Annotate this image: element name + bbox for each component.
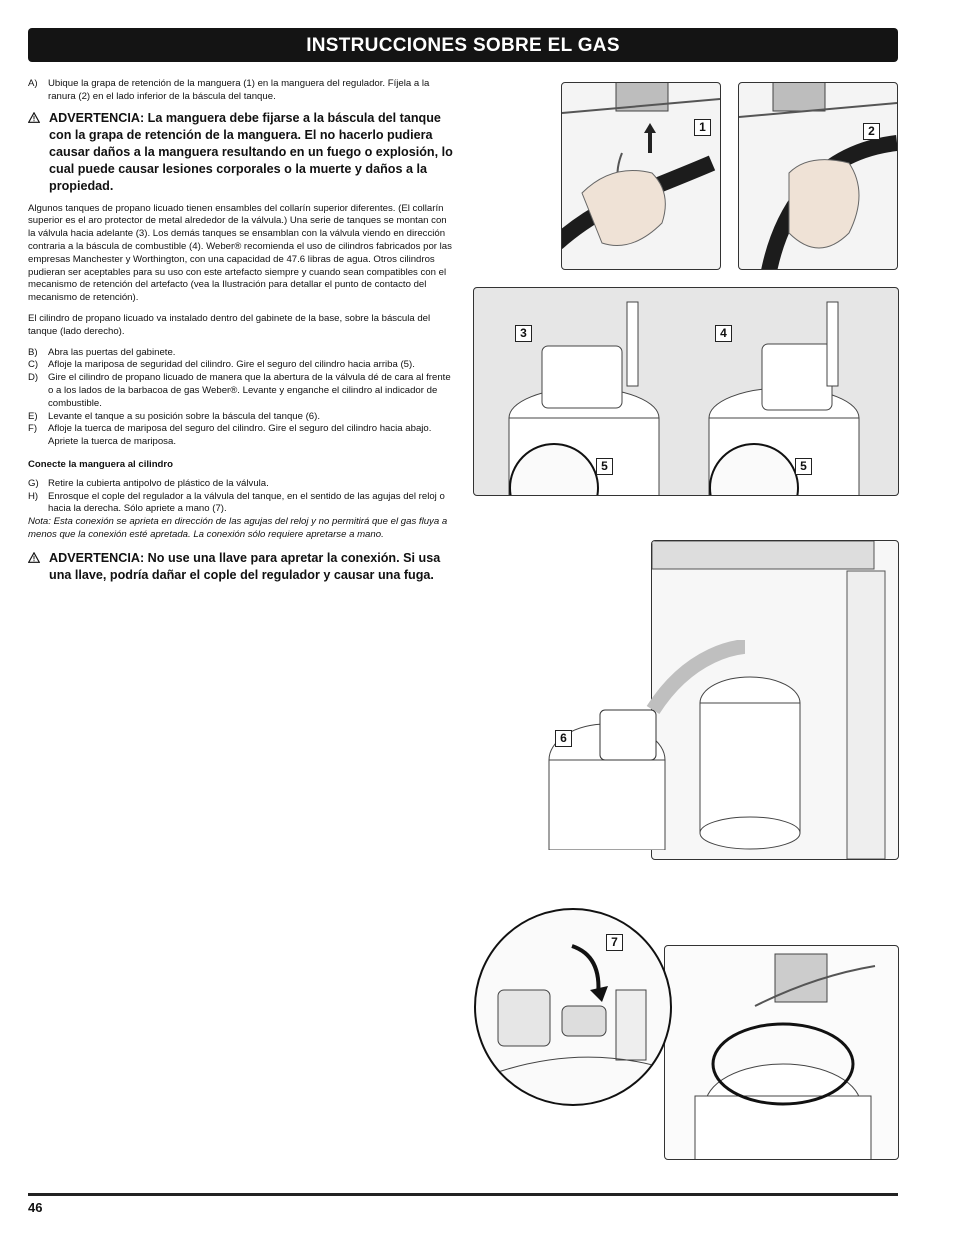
hose-clip-illustration xyxy=(562,83,720,249)
step-text: Retire la cubierta antipolvo de plástico… xyxy=(48,477,269,489)
instructions-column: A) Ubique la grapa de retención de la ma… xyxy=(27,78,456,592)
step-e: E) Levante el tanque a su posición sobre … xyxy=(28,411,456,424)
collar-orientations-illustration xyxy=(508,301,860,495)
warning-triangle-icon xyxy=(27,550,49,584)
callout-4: 4 xyxy=(715,325,732,342)
step-b: B) Abra las puertas del gabinete. xyxy=(28,347,456,360)
warning-text-1: ADVERTENCIA: La manguera debe fijarse a … xyxy=(49,110,453,193)
footer-rule xyxy=(28,1193,898,1196)
step-text: Ubique la grapa de retención de la mangu… xyxy=(48,78,430,102)
subheading: Conecte la manguera al cilindro xyxy=(28,458,174,470)
page-number: 46 xyxy=(28,1200,43,1215)
step-letter: D) xyxy=(28,372,39,384)
regulator-detail-illustration xyxy=(476,944,670,1081)
callout-1: 1 xyxy=(694,119,711,136)
step-letter: A) xyxy=(28,78,38,89)
callout-2: 2 xyxy=(863,123,880,140)
step-a: A) Ubique la grapa de retención de la ma… xyxy=(28,78,456,104)
figure-regulator-connection xyxy=(664,945,899,1160)
step-text: Abra las puertas del gabinete. xyxy=(48,346,176,358)
step-letter: E) xyxy=(28,410,38,422)
regulator-detail-circle xyxy=(474,908,672,1106)
figure-collar-orientations: 3 4 5 5 xyxy=(473,287,899,496)
figure-hose-clip-attached: 2 xyxy=(738,82,898,270)
regulator-connection-illustration xyxy=(694,953,876,1159)
callout-5a: 5 xyxy=(596,458,613,475)
step-text: Afloje la mariposa de seguridad del cili… xyxy=(48,359,415,371)
step-g: G) Retire la cubierta antipolvo de plásti… xyxy=(28,478,456,491)
callout-6: 6 xyxy=(555,730,572,747)
section-header: INSTRUCCIONES SOBRE EL GAS xyxy=(28,28,898,62)
step-text: Afloje la tuerca de mariposa del seguro … xyxy=(48,423,432,448)
collar-paragraph: Algunos tanques de propano licuado tiene… xyxy=(28,202,452,304)
steps-g-h: G) Retire la cubierta antipolvo de plásti… xyxy=(28,478,456,516)
steps-b-f: B) Abra las puertas del gabinete. C) Afloj… xyxy=(28,347,456,449)
figure-hose-clip: 1 xyxy=(561,82,721,270)
step-letter: H) xyxy=(28,490,39,502)
callout-7: 7 xyxy=(606,934,623,951)
section-title: INSTRUCCIONES SOBRE EL GAS xyxy=(306,35,620,56)
step-d: D) Gire el cilindro de propano licuado de… xyxy=(28,372,456,410)
warning-text-2: ADVERTENCIA: No use una llave para apret… xyxy=(49,550,441,582)
warning-triangle-icon xyxy=(27,110,49,195)
lift-arrow-and-tank-illustration xyxy=(548,640,745,850)
callout-5b: 5 xyxy=(795,458,812,475)
step-letter: B) xyxy=(28,346,38,358)
step-letter: C) xyxy=(28,359,39,371)
step-text: Enrosque el cople del regulador a la vál… xyxy=(48,490,445,515)
warning-block-1: ADVERTENCIA: La manguera debe fijarse a … xyxy=(27,110,456,195)
step-letter: F) xyxy=(28,423,38,435)
step-letter: G) xyxy=(28,477,39,489)
step-text: Levante el tanque a su posición sobre la… xyxy=(48,410,321,422)
step-f: F) Afloje la tuerca de mariposa del segur… xyxy=(28,423,456,449)
cabinet-illustration xyxy=(652,541,886,859)
step-h: H) Enrosque el cople del regulador a la v… xyxy=(28,491,456,517)
figure-tank-placement xyxy=(651,540,899,860)
cylinder-location-paragraph: El cilindro de propano licuado va instal… xyxy=(28,312,431,337)
callout-3: 3 xyxy=(515,325,532,342)
hose-clip-attached-illustration xyxy=(739,83,897,269)
step-c: C) Afloje la mariposa de seguridad del ci… xyxy=(28,359,456,372)
step-text: Gire el cilindro de propano licuado de m… xyxy=(48,372,451,409)
warning-block-2: ADVERTENCIA: No use una llave para apret… xyxy=(27,550,456,584)
note-text: Nota: Esta conexión se aprieta en direcc… xyxy=(28,516,448,540)
